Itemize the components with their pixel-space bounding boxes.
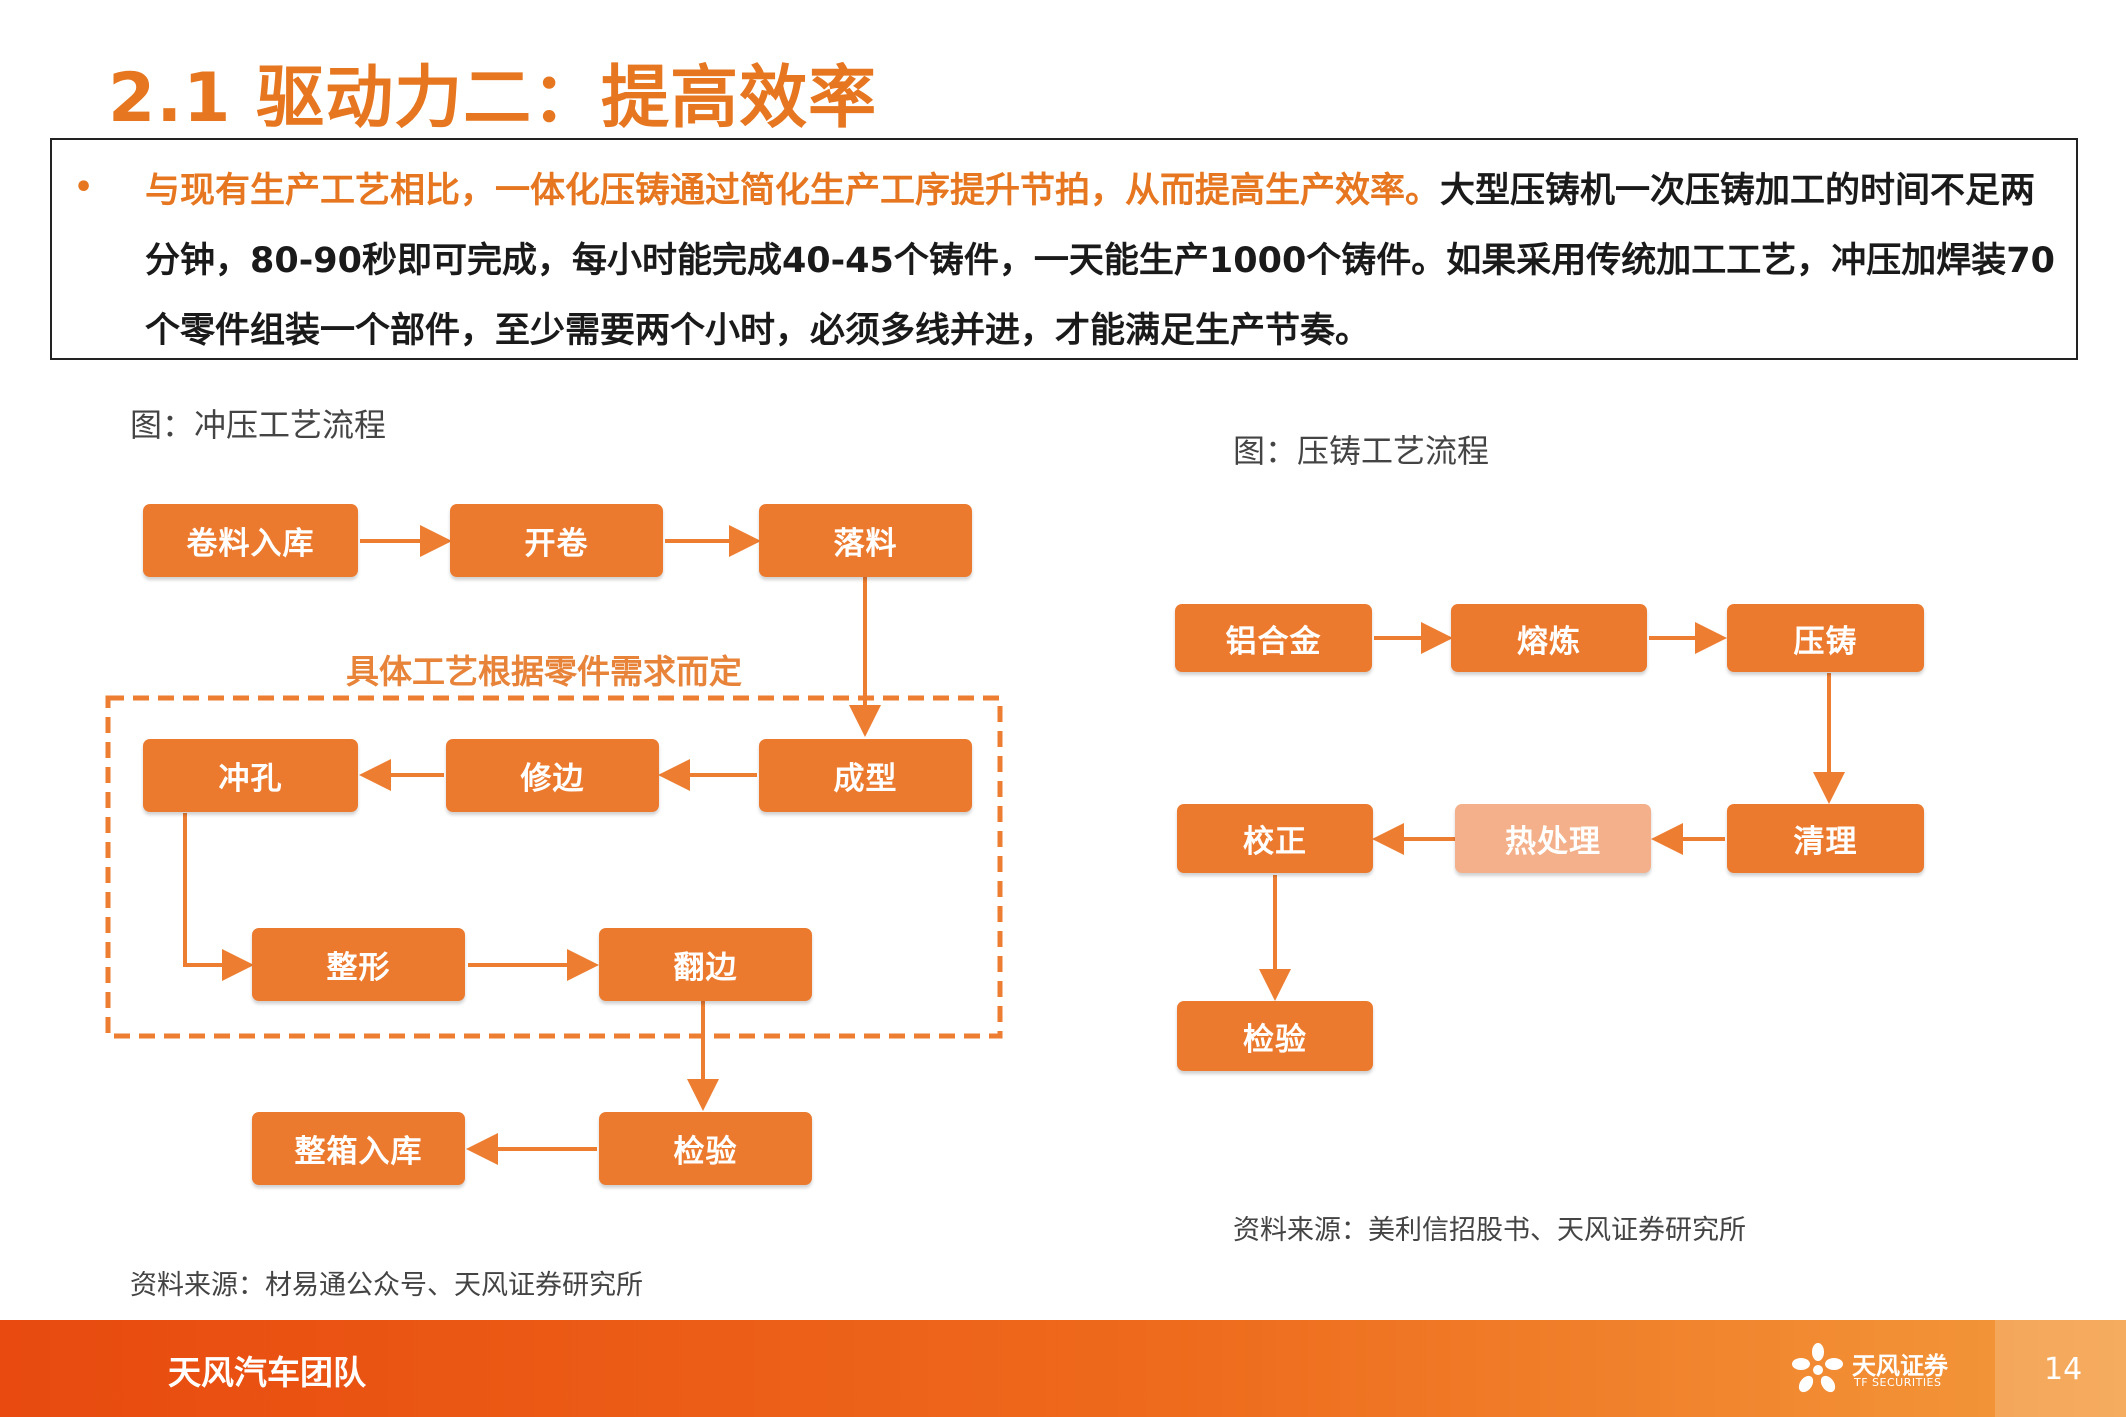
team-name: 天风汽车团队: [168, 1353, 366, 1392]
page-number: 14: [2044, 1352, 2083, 1387]
step-die-casting: 压铸: [1727, 604, 1924, 672]
summary-box: • 与现有生产工艺相比，一体化压铸通过简化生产工序提升节拍，从而提高生产效率。大…: [50, 138, 2078, 360]
bullet-icon: •: [74, 170, 94, 205]
step-heat-treatment: 热处理: [1455, 804, 1651, 873]
step-stamping-inspection: 检验: [599, 1112, 812, 1185]
step-trimming: 修边: [446, 739, 659, 812]
summary-highlight: 与现有生产工艺相比，一体化压铸通过简化生产工序提升节拍，从而提高生产效率。: [145, 171, 1441, 211]
company-logo: 天风证券 TF SECURITIES: [1792, 1342, 2012, 1398]
page-title: 2.1 驱动力二：提高效率: [108, 59, 878, 138]
summary-text: 与现有生产工艺相比，一体化压铸通过简化生产工序提升节拍，从而提高生产效率。大型压…: [145, 156, 2065, 366]
process-group-border: [105, 695, 1003, 1039]
footer-bar: 天风汽车团队 天风证券 TF SECURITIES: [0, 1320, 2126, 1417]
process-group-label: 具体工艺根据零件需求而定: [346, 652, 742, 691]
step-smelting: 熔炼: [1451, 604, 1647, 672]
step-cleaning: 清理: [1727, 804, 1924, 873]
page-number-strip: [1995, 1320, 2126, 1417]
arrow-punch-to-shape: [183, 813, 254, 981]
step-alloy: 铝合金: [1175, 604, 1372, 672]
diecasting-source: 资料来源：美利信招股书、天风证券研究所: [1233, 1215, 1746, 1246]
logo-name: 天风证券: [1852, 1352, 1948, 1380]
step-coil-storage: 卷料入库: [143, 504, 358, 577]
step-uncoiling: 开卷: [450, 504, 663, 577]
step-boxing-storage: 整箱入库: [252, 1112, 465, 1185]
logo-subtitle: TF SECURITIES: [1854, 1376, 1942, 1389]
step-blanking: 落料: [759, 504, 972, 577]
step-forming: 成型: [759, 739, 972, 812]
step-diecasting-inspection: 检验: [1177, 1001, 1373, 1071]
step-flanging: 翻边: [599, 928, 812, 1001]
step-punching: 冲孔: [143, 739, 358, 812]
step-shaping: 整形: [252, 928, 465, 1001]
flower-logo-icon: [1792, 1343, 1843, 1393]
diecasting-caption: 图：压铸工艺流程: [1233, 432, 1490, 470]
step-correction: 校正: [1177, 804, 1373, 873]
stamping-source: 资料来源：材易通公众号、天风证券研究所: [130, 1270, 643, 1301]
summary-body: 大型压铸机一次压铸加工的时间不足两分钟，80-90秒即可完成，每小时能完成40-…: [145, 171, 2055, 351]
stamping-caption: 图：冲压工艺流程: [130, 406, 387, 444]
